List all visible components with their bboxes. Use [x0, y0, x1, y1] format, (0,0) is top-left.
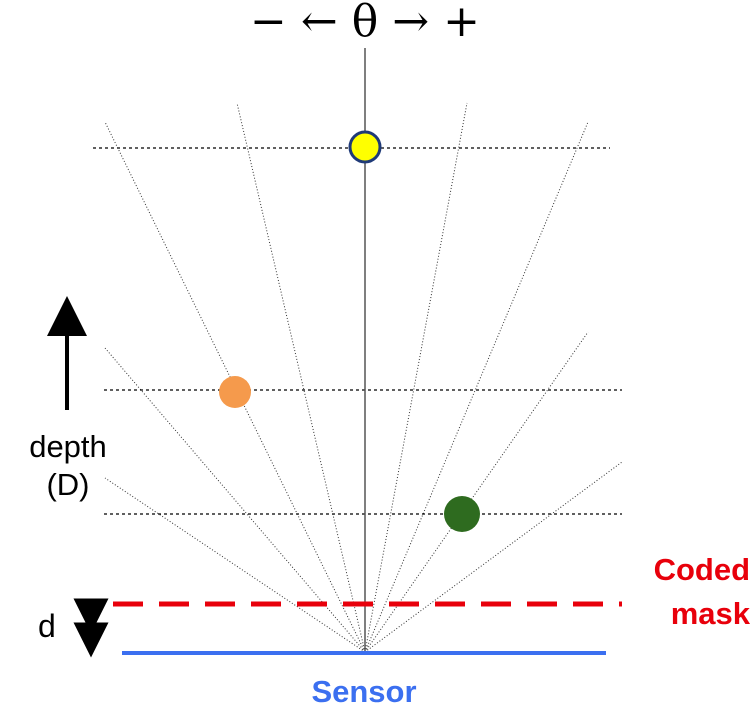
depth-planes	[93, 147, 622, 515]
ray-fan	[104, 102, 623, 653]
ray	[236, 102, 366, 653]
near-point	[444, 496, 480, 532]
far-point	[348, 130, 382, 164]
ray	[364, 121, 589, 653]
depth-label-text: depth	[29, 429, 107, 464]
angle-label: − ← θ → +	[250, 0, 480, 47]
separation-label: d	[38, 608, 56, 644]
ray	[104, 347, 366, 653]
ray	[104, 477, 366, 653]
ray	[364, 331, 589, 653]
depth-label: depth (D)	[8, 428, 128, 504]
sensor-label: Sensor	[311, 674, 417, 709]
depth-label-symbol: (D)	[46, 467, 90, 502]
ray	[364, 102, 468, 653]
mask-label: Coded mask	[600, 548, 750, 636]
mask-label-line1: Coded	[653, 552, 750, 587]
mask-label-line2: mask	[670, 596, 750, 631]
mid-point	[219, 376, 251, 408]
ray	[364, 461, 623, 653]
